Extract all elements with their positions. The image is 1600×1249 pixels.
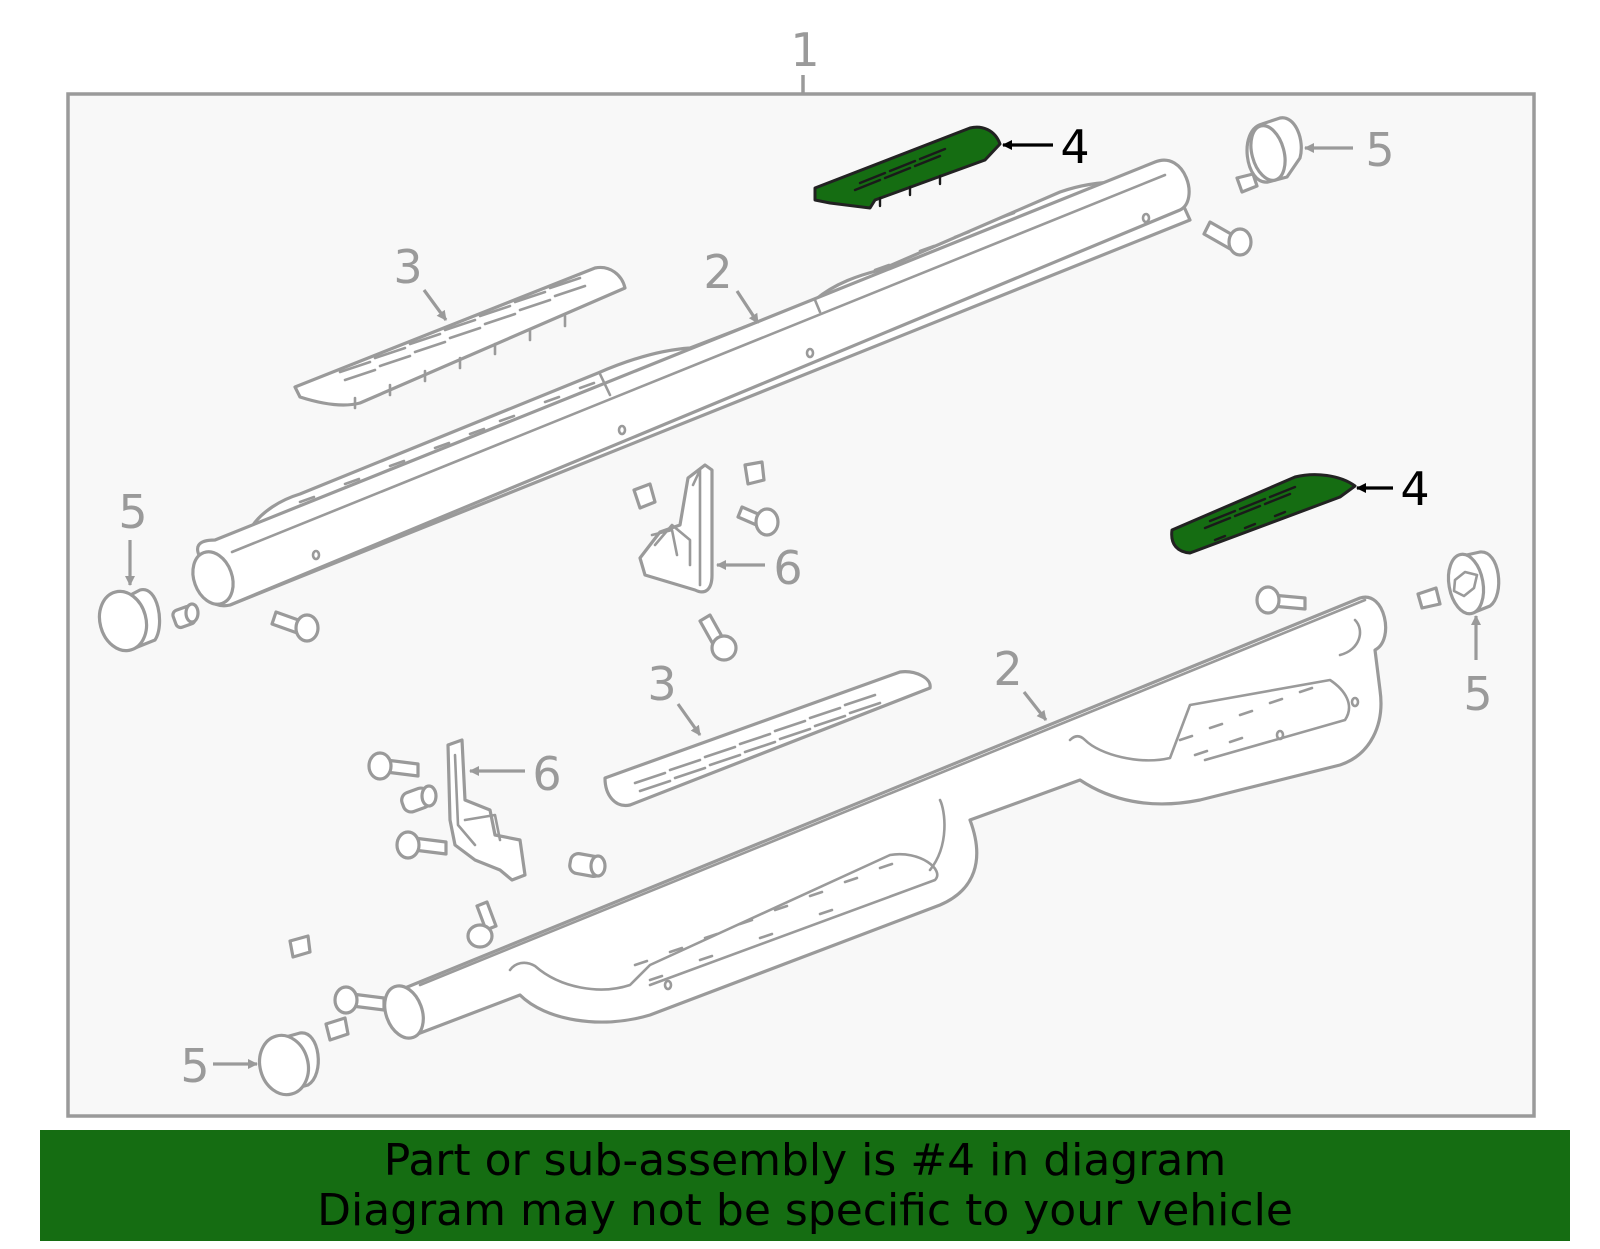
fasteners [171,172,1442,1042]
step-pad-lower[interactable] [603,670,932,807]
diagram-panel [66,92,1536,1118]
spacer-left [171,602,200,630]
callout-5-bottom-left[interactable]: 5 [180,1039,209,1093]
bolt-center [698,613,738,662]
callout-3-upper[interactable]: 3 [393,240,422,294]
leader-3-lower [676,703,702,736]
banner-part-notice: Part or sub-assembly is #4 in diagram [383,1134,1227,1186]
leader-3-upper [422,289,448,321]
mounting-bracket-upper[interactable] [638,463,714,594]
bolt-lower-left-3 [333,985,386,1015]
callout-6-lower[interactable]: 6 [532,747,561,801]
step-pad-4-lower[interactable] [1170,473,1357,555]
callout-4-lower[interactable]: 4 [1400,462,1429,516]
leader-2-upper [735,290,760,324]
end-cap-bottom-left[interactable] [253,1030,320,1100]
end-cap-right[interactable] [1444,550,1501,617]
step-pad-4-upper[interactable] [813,125,1002,210]
mounting-bracket-lower[interactable] [446,738,527,882]
end-cap-top-right[interactable] [1245,116,1303,184]
bolt-left [270,610,320,643]
step-pad-upper[interactable] [293,265,627,410]
bolt-bracket-lower [466,900,498,949]
clip-bracket-1 [632,482,657,510]
end-cap-left[interactable] [93,586,162,656]
bolt-lower-left-2 [395,830,448,860]
callout-1[interactable]: 1 [790,23,819,77]
spacer-lower-2 [568,852,607,878]
banner-disclaimer: Diagram may not be specific to your vehi… [317,1184,1293,1236]
callout-6-upper[interactable]: 6 [773,541,802,595]
info-banner: Part or sub-assembly is #4 in diagram Di… [40,1130,1570,1241]
bolt-right-mid [1255,585,1307,615]
callout-2-lower[interactable]: 2 [993,642,1022,696]
bolt-lower-left-1 [367,751,420,781]
callout-2-upper[interactable]: 2 [703,245,732,299]
running-board-lower[interactable] [378,595,1388,1043]
leader-2-lower [1022,691,1048,721]
bolt-bracket-upper [736,505,780,537]
clip-lower-left-2 [324,1016,350,1042]
callout-5-right[interactable]: 5 [1463,667,1492,721]
running-board-upper[interactable] [186,158,1192,610]
clip-right [1416,586,1442,610]
callout-5-left[interactable]: 5 [118,485,147,539]
clip-upper-right [1235,172,1259,194]
callout-5-top-right[interactable]: 5 [1365,123,1394,177]
clip-lower-left-1 [288,934,312,959]
bolt-upper-right [1202,220,1253,257]
callout-3-lower[interactable]: 3 [647,657,676,711]
callout-4-upper[interactable]: 4 [1060,120,1089,174]
clip-bracket-2 [743,460,766,486]
spacer-lower-1 [400,784,438,814]
